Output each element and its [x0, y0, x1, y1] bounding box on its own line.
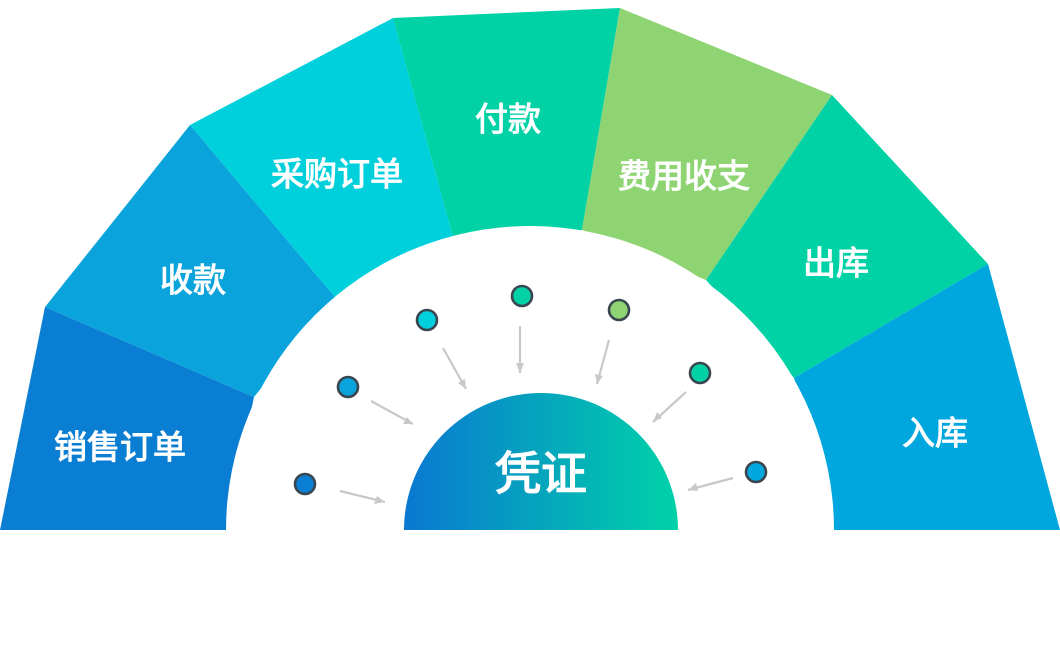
arrow-from-sales-order	[339, 489, 386, 504]
center-label: 凭证	[495, 447, 587, 501]
dot-sales-order	[293, 472, 317, 496]
segment-label-outbound: 出库	[803, 244, 869, 283]
inner-ring-cutout	[226, 226, 834, 530]
segment-label-purchase-order: 采购订单	[271, 155, 403, 194]
segment-inbound	[794, 264, 1060, 530]
outer-ring	[0, 8, 1060, 530]
segment-outbound	[706, 95, 988, 378]
segment-label-receipt: 收款	[160, 261, 227, 300]
dot-expense	[607, 298, 631, 322]
dot-inbound	[744, 460, 768, 484]
arrow-from-inbound	[687, 476, 734, 492]
arrow-from-expense	[595, 339, 611, 385]
arrow-from-purchase-order	[442, 347, 467, 390]
flow-dots	[293, 284, 768, 496]
arrow-from-receipt	[370, 400, 414, 425]
segment-label-payment: 付款	[475, 100, 542, 139]
center-voucher-node	[404, 393, 678, 530]
segment-expense	[582, 8, 832, 280]
segment-label-sales-order: 销售订单	[54, 428, 186, 467]
arrow-from-payment	[516, 326, 524, 373]
segment-label-expense: 费用收支	[618, 157, 750, 196]
dot-receipt	[336, 375, 360, 399]
arrow-from-outbound	[652, 391, 687, 423]
dot-payment	[510, 284, 534, 308]
flow-arrows	[339, 326, 734, 504]
dot-outbound	[688, 361, 712, 385]
segment-sales-order	[0, 307, 254, 530]
dot-purchase-order	[415, 308, 439, 332]
segment-label-inbound: 入库	[902, 414, 968, 453]
segment-purchase-order	[190, 18, 453, 297]
segment-receipt	[45, 125, 335, 397]
segment-payment	[393, 8, 620, 237]
